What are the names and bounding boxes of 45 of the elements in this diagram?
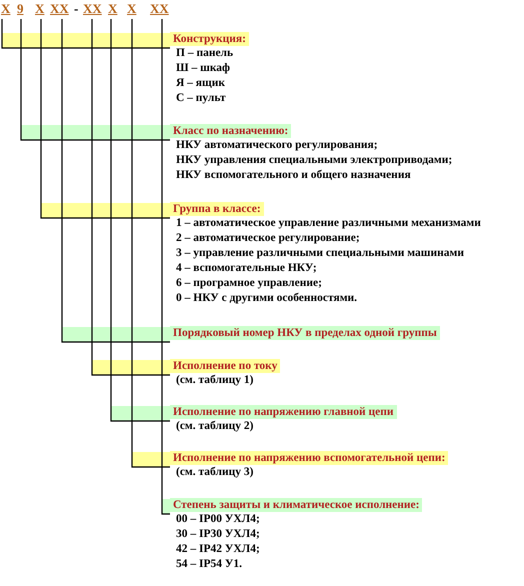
option-text: Ш – шкаф — [176, 61, 230, 76]
code-character: Х — [35, 1, 44, 17]
code-character: ХХ — [150, 1, 169, 17]
option-text: 1 – автоматическое управление различными механизмами — [176, 216, 481, 231]
option-text: 4 – вспомогательные НКУ; — [176, 261, 317, 276]
section-heading: Группа в классе: — [170, 202, 264, 216]
code-character: Х — [1, 1, 10, 17]
section-heading: Исполнение по току — [170, 359, 280, 373]
option-text: (см. таблицу 2) — [176, 419, 254, 434]
section-heading: Порядковый номер НКУ в пределах одной группы — [170, 326, 440, 340]
option-text: 3 – управление различными специальными машинами — [176, 246, 464, 261]
code-character: Х — [127, 1, 136, 17]
code-character: ХХ — [83, 1, 102, 17]
leader-line — [40, 19, 170, 219]
code-character: ХХ — [50, 1, 69, 17]
separator-dash: - — [74, 1, 78, 17]
option-text: 0 – НКУ с другими особенностями. — [176, 291, 358, 306]
option-text: НКУ автоматического регулирования; — [176, 138, 378, 153]
section-heading: Конструкция: — [170, 32, 249, 46]
code-character: Х — [108, 1, 118, 17]
section-heading: Исполнение по напряжению вспомогательной цепи: — [170, 451, 448, 465]
leader-line — [131, 19, 170, 468]
leader-line — [161, 19, 170, 515]
option-text: 6 – програмное управление; — [176, 276, 322, 291]
leader-line — [20, 19, 170, 141]
section-heading: Степень защиты и климатическое исполнение: — [170, 498, 422, 512]
option-text: 54 – IP54 У1. — [176, 557, 242, 572]
option-text: 42 – IP42 УХЛ4; — [176, 542, 260, 557]
option-text: 2 – автоматическое регулирование; — [176, 231, 360, 246]
option-text: 30 – IP30 УХЛ4; — [176, 527, 260, 542]
option-text: (см. таблицу 1) — [176, 373, 254, 388]
code-character: 9 — [17, 1, 24, 17]
option-text: (см. таблицу 3) — [176, 465, 254, 480]
option-text: С – пульт — [176, 91, 226, 106]
leader-line — [61, 19, 170, 343]
leader-line — [91, 19, 170, 376]
option-text: Я – ящик — [176, 76, 225, 91]
option-text: НКУ вспомогательного и общего назначения — [176, 168, 411, 183]
leader-line — [110, 19, 170, 422]
section-heading: Исполнение по напряжению главной цепи — [170, 405, 397, 419]
section-heading: Класс по назначению: — [170, 124, 292, 138]
option-text: НКУ управления специальными электроприводами; — [176, 153, 452, 168]
leader-line — [1, 19, 170, 49]
option-text: П – панель — [176, 46, 234, 61]
option-text: 00 – IP00 УХЛ4; — [176, 512, 260, 527]
